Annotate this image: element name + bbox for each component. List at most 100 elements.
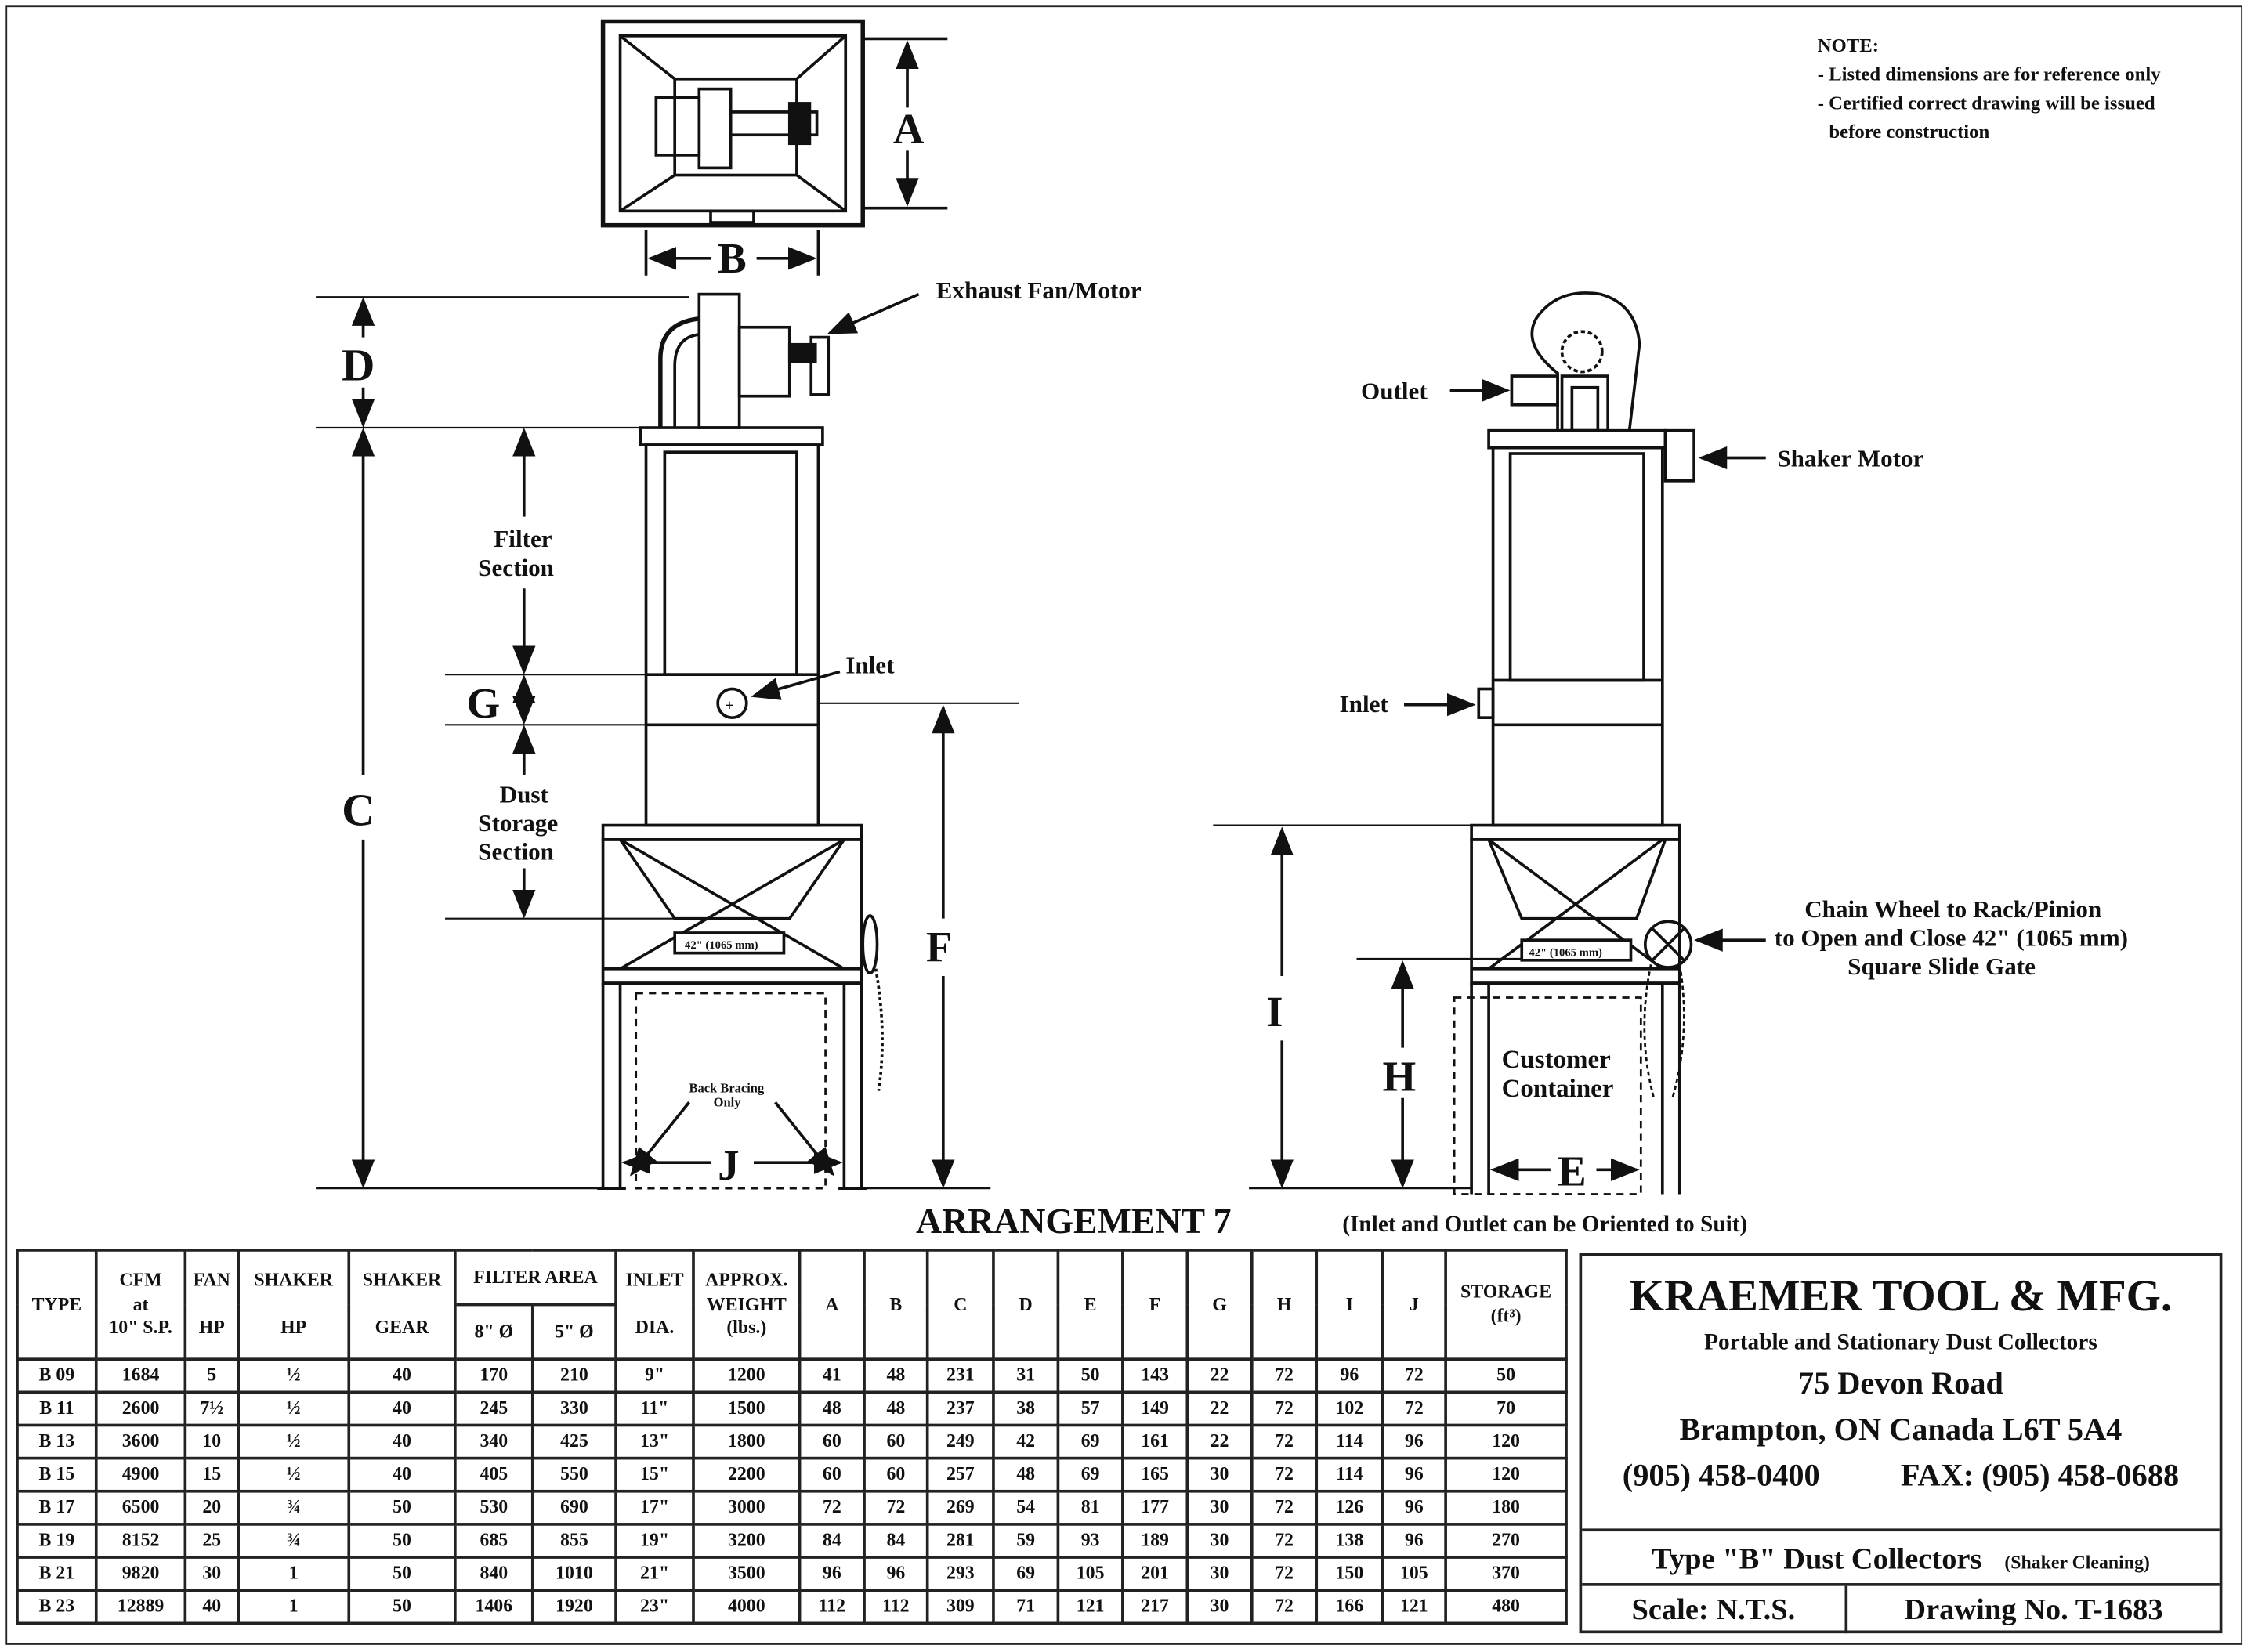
table-cell: 96 [798, 1556, 866, 1592]
title-block: KRAEMER TOOL & MFG. Portable and Station… [1579, 1253, 2223, 1634]
table-cell: 50 [1056, 1357, 1124, 1394]
table-cell: 269 [925, 1489, 995, 1526]
table-cell: 281 [925, 1523, 995, 1559]
header-filter-5in: 5" Ø [530, 1303, 617, 1361]
table-cell: B 09 [16, 1357, 98, 1394]
table-cell: 20 [183, 1489, 240, 1526]
table-cell: 166 [1315, 1589, 1384, 1625]
table-cell: 9" [614, 1357, 695, 1394]
bracing-label-2: Only [714, 1095, 742, 1110]
company-name: KRAEMER TOOL & MFG. [1629, 1270, 2173, 1321]
table-cell: 48 [863, 1390, 929, 1427]
table-cell: 3600 [94, 1423, 187, 1460]
table-cell: 293 [925, 1556, 995, 1592]
table-cell: 217 [1121, 1589, 1189, 1625]
table-cell: 405 [454, 1456, 534, 1493]
header-filter-8in: 8" Ø [454, 1303, 534, 1361]
table-cell: 72 [1250, 1589, 1319, 1625]
table-cell: 114 [1315, 1423, 1384, 1460]
table-cell: 15" [614, 1456, 695, 1493]
table-cell: 30 [183, 1556, 240, 1592]
header-dim-f: F [1121, 1249, 1189, 1361]
table-cell: 60 [798, 1456, 866, 1493]
note-line: - Listed dimensions are for reference on… [1817, 63, 2161, 85]
collector-drawing: A B + 42" (1065 mm) Back Bracing Only J … [316, 19, 2128, 1195]
table-cell: 72 [1250, 1523, 1319, 1559]
table-cell: 96 [1381, 1523, 1447, 1559]
table-cell: 425 [530, 1423, 617, 1460]
table-cell: 165 [1121, 1456, 1189, 1493]
table-cell: 6500 [94, 1489, 187, 1526]
phone: (905) 458-0400 [1622, 1456, 1820, 1493]
header-dim-b: B [863, 1249, 929, 1361]
table-cell: 30 [1185, 1489, 1254, 1526]
table-cell: 1010 [530, 1556, 617, 1592]
table-cell: 72 [1250, 1357, 1319, 1394]
header-dim-j: J [1381, 1249, 1447, 1361]
table-cell: 21" [614, 1556, 695, 1592]
table-cell: B 21 [16, 1556, 98, 1592]
dim-a-label: A [893, 105, 925, 153]
table-cell: 71 [992, 1589, 1060, 1625]
table-cell: B 23 [16, 1589, 98, 1625]
table-cell: 60 [863, 1456, 929, 1493]
table-cell: 11" [614, 1390, 695, 1427]
table-cell: 121 [1056, 1589, 1124, 1625]
table-cell: 114 [1315, 1456, 1384, 1493]
table-cell: 84 [863, 1523, 929, 1559]
table-cell: 48 [992, 1456, 1060, 1493]
table-cell: 143 [1121, 1357, 1189, 1394]
header-type: TYPE [16, 1249, 98, 1361]
table-cell: 60 [863, 1423, 929, 1460]
table-cell: 4000 [692, 1589, 802, 1625]
table-cell: 105 [1381, 1556, 1447, 1592]
note-block: NOTE: - Listed dimensions are for refere… [1818, 31, 2161, 146]
customer-container-label: Customer [1502, 1046, 1611, 1074]
inlet-label: Inlet [845, 651, 895, 678]
table-cell: 72 [1250, 1423, 1319, 1460]
table-cell: 530 [454, 1489, 534, 1526]
table-cell: 330 [530, 1390, 617, 1427]
table-cell: 12889 [94, 1589, 187, 1625]
table-cell: 231 [925, 1357, 995, 1394]
table-cell: 237 [925, 1390, 995, 1427]
dust-storage-label-2: Storage [478, 809, 558, 837]
table-cell: 1406 [454, 1589, 534, 1625]
exhaust-fan-label: Exhaust Fan/Motor [936, 277, 1142, 304]
table-cell: 840 [454, 1556, 534, 1592]
svg-text:+: + [725, 697, 733, 714]
table-cell: 69 [992, 1556, 1060, 1592]
chain-wheel-label: Chain Wheel to Rack/Pinion [1804, 895, 2101, 923]
table-cell: 309 [925, 1589, 995, 1625]
filter-section-label: Filter [494, 525, 552, 552]
table-cell: 370 [1444, 1556, 1568, 1592]
table-cell: 57 [1056, 1390, 1124, 1427]
gate-size-label: 42" (1065 mm) [685, 939, 758, 952]
table-cell: 70 [1444, 1390, 1568, 1427]
type-row: Type "B" Dust Collectors (Shaker Cleanin… [1582, 1528, 2220, 1585]
table-cell: 84 [798, 1523, 866, 1559]
table-cell: 93 [1056, 1523, 1124, 1559]
table-cell: ½ [237, 1423, 351, 1460]
table-cell: 270 [1444, 1523, 1568, 1559]
type-note: (Shaker Cleaning) [2004, 1551, 2150, 1574]
table-cell: 60 [798, 1423, 866, 1460]
table-cell: B 15 [16, 1456, 98, 1493]
table-cell: ½ [237, 1456, 351, 1493]
table-cell: 1 [237, 1589, 351, 1625]
table-cell: 5 [183, 1357, 240, 1394]
table-cell: 3500 [692, 1556, 802, 1592]
table-cell: 40 [347, 1390, 457, 1427]
table-cell: 50 [1444, 1357, 1568, 1394]
table-cell: 72 [1250, 1390, 1319, 1427]
table-cell: 19" [614, 1523, 695, 1559]
customer-container-label-2: Container [1502, 1075, 1614, 1103]
table-cell: 40 [347, 1357, 457, 1394]
table-cell: 59 [992, 1523, 1060, 1559]
